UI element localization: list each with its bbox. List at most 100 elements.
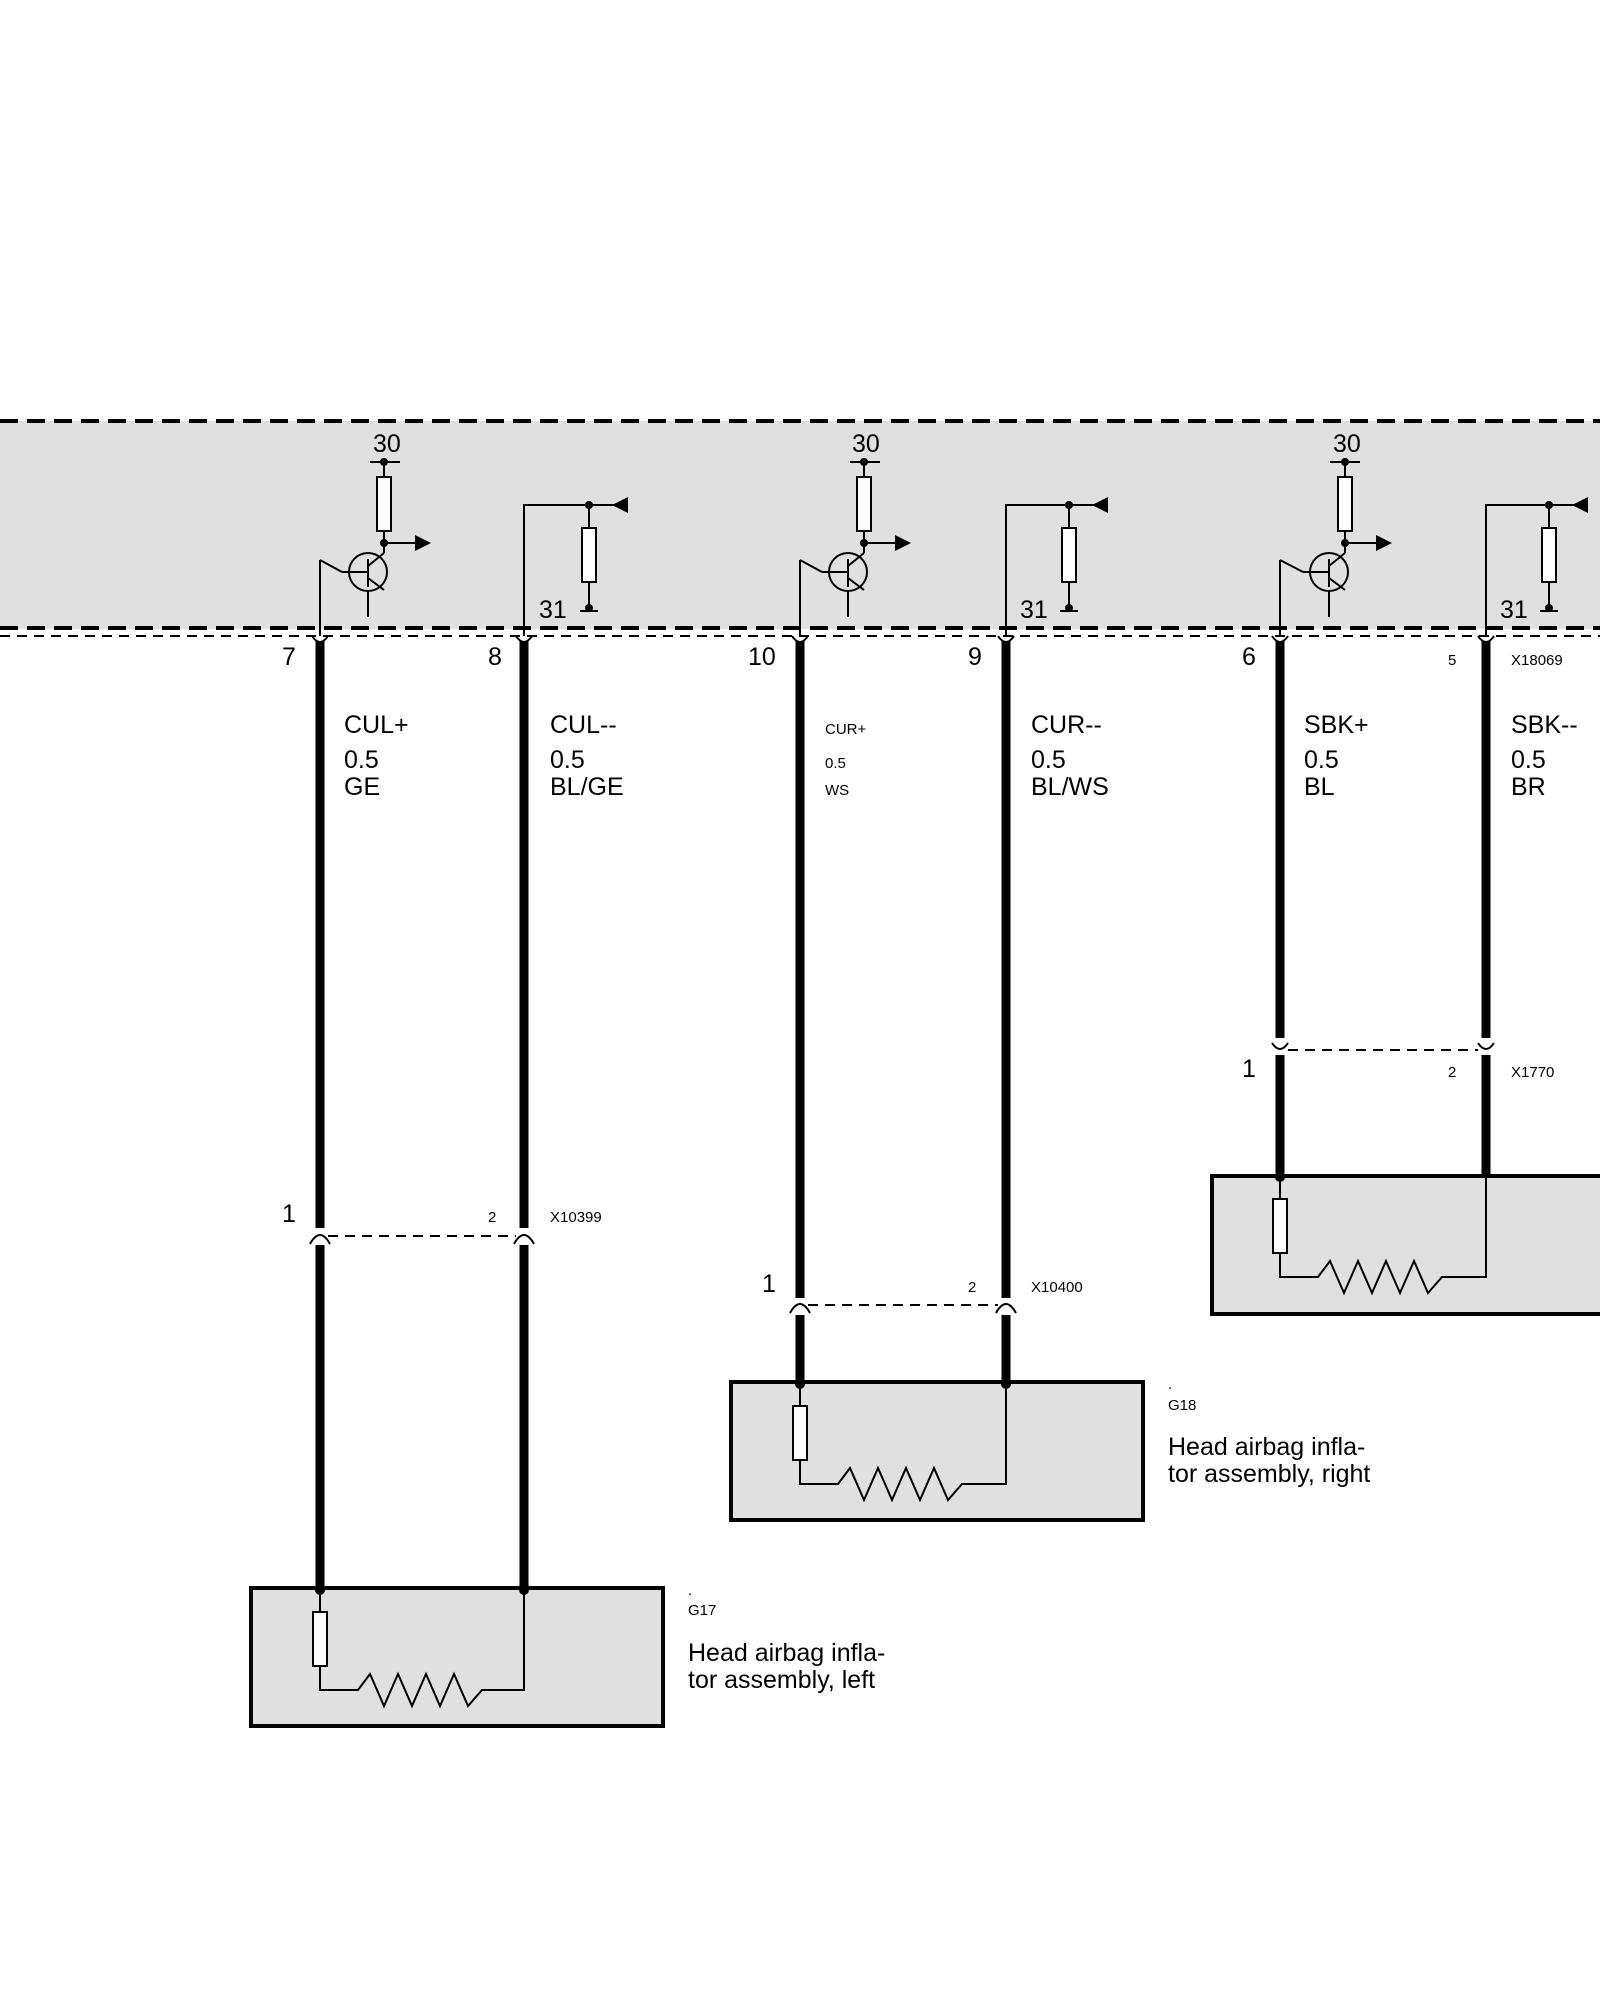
wire-size-label: 0.5 [344, 746, 379, 774]
squib-heating-element-icon [1279, 1177, 1487, 1296]
wire-color-label: BL [1304, 773, 1335, 801]
pin-label: 2 [968, 1279, 976, 1296]
connector-fork-icon [1477, 1042, 1495, 1050]
squib-heating-element-icon [319, 1590, 525, 1709]
wire-signal-label: CUL-- [550, 711, 617, 739]
output-arrow-icon [415, 535, 431, 551]
pin-label: 2 [488, 1209, 496, 1226]
wire-signal-label: CUR+ [825, 721, 866, 738]
transistor-lead [799, 559, 823, 573]
connector-fork-icon [513, 1234, 535, 1245]
pin-label: 1 [1242, 1055, 1256, 1083]
wire-size-label: 0.5 [1511, 746, 1546, 774]
resistor [376, 476, 392, 532]
connector-x1770: 1 2 X1770 [1242, 1042, 1554, 1083]
transistor-collector [1328, 552, 1346, 567]
component-name-line1: Head airbag infla- [1168, 1433, 1365, 1461]
wire-color-label: BR [1511, 773, 1546, 801]
transistor-emitter [847, 577, 865, 591]
ground-31-label: 31 [1020, 596, 1048, 624]
resistor [312, 1611, 328, 1667]
control-unit-connector: 7 8 10 9 6 5 X18069 [282, 635, 1563, 671]
wire-labels: CUL+ 0.5 GE CUL-- 0.5 BL/GE CUR+ 0.5 WS … [344, 711, 1578, 801]
pin-label: 5 [1448, 652, 1456, 669]
pin-label: 6 [1242, 643, 1256, 671]
output-stage-rear: 30 31 [1279, 430, 1588, 636]
output-stage-right: 30 31 [799, 430, 1108, 636]
component-code: G18 [1168, 1397, 1196, 1414]
output-arrow-icon [895, 535, 911, 551]
pin-label: 2 [1448, 1064, 1456, 1081]
wire-signal-label: SBK-- [1511, 711, 1578, 739]
pin-label: 9 [968, 643, 982, 671]
connector-fork-icon [1271, 635, 1289, 643]
resistor [1337, 476, 1353, 532]
input-arrow-icon [1572, 497, 1588, 513]
component-name-line1: Head airbag infla- [688, 1639, 885, 1667]
squib-heating-element-icon [799, 1384, 1007, 1503]
component-box [1210, 1174, 1600, 1316]
supply-30-label: 30 [373, 430, 401, 458]
connector-fork-icon [309, 1234, 331, 1245]
transistor-lead [319, 559, 343, 573]
connector-fork-icon [997, 635, 1015, 643]
wire-color-label: BL/WS [1031, 773, 1109, 801]
component-name-line2: tor assembly, left [688, 1666, 875, 1694]
connector-fork-icon [1477, 635, 1495, 643]
wire-color-label: WS [825, 782, 849, 799]
transistor-collector [847, 552, 865, 567]
wire-signal-label: CUL+ [344, 711, 409, 739]
wire-size-label: 0.5 [825, 755, 846, 772]
ground-31-label: 31 [1500, 596, 1528, 624]
connector-id: X10399 [550, 1209, 602, 1226]
pin-label: 1 [282, 1200, 296, 1228]
component-sbk [1210, 1172, 1600, 1316]
sense-lead [1005, 504, 1106, 636]
connector-fork-icon [515, 635, 533, 643]
component-g17: . G17 Head airbag infla- tor assembly, l… [249, 1582, 885, 1728]
transistor-lead [1279, 559, 1304, 573]
pin-label: 8 [488, 643, 502, 671]
pin-label: 1 [762, 1270, 776, 1298]
input-arrow-icon [612, 497, 628, 513]
connector-id: X10400 [1031, 1279, 1083, 1296]
component-code: G17 [688, 1602, 716, 1619]
connector-fork-icon [1271, 1042, 1289, 1050]
component-g18: . G18 Head airbag infla- tor assembly, r… [729, 1376, 1370, 1522]
component-marker: . [688, 1582, 692, 1599]
connector-fork-icon [311, 635, 329, 643]
connector-x10400: 1 2 X10400 [762, 1270, 1083, 1314]
input-arrow-icon [1092, 497, 1108, 513]
wire-signal-label: CUR-- [1031, 711, 1102, 739]
supply-30-label: 30 [852, 430, 880, 458]
resistor [581, 527, 597, 583]
connector-fork-icon [791, 635, 809, 643]
connector-id: X18069 [1511, 652, 1563, 669]
transistor-emitter [1328, 577, 1346, 591]
supply-30-label: 30 [1333, 430, 1361, 458]
sense-lead [523, 504, 626, 636]
wire-size-label: 0.5 [1031, 746, 1066, 774]
wire-signal-label: SBK+ [1304, 711, 1369, 739]
wire-size-label: 0.5 [1304, 746, 1339, 774]
connector-fork-icon [995, 1303, 1017, 1314]
component-name-line2: tor assembly, right [1168, 1460, 1370, 1488]
wire-color-label: GE [344, 773, 380, 801]
wire-size-label: 0.5 [550, 746, 585, 774]
resistor [856, 476, 872, 532]
resistor [1272, 1198, 1288, 1254]
wire-color-label: BL/GE [550, 773, 624, 801]
transistor-collector [367, 552, 385, 567]
transistor-emitter [367, 577, 385, 591]
wire-harness [315, 641, 1491, 1590]
resistor [792, 1405, 808, 1461]
ground-31-label: 31 [539, 596, 567, 624]
pin-label: 10 [748, 643, 776, 671]
sense-lead [1485, 504, 1586, 636]
connector-x10399: 1 2 X10399 [282, 1200, 602, 1245]
connector-fork-icon [789, 1303, 811, 1314]
resistor [1541, 527, 1557, 583]
output-stage-left: 30 31 [319, 430, 628, 636]
pin-label: 7 [282, 643, 296, 671]
